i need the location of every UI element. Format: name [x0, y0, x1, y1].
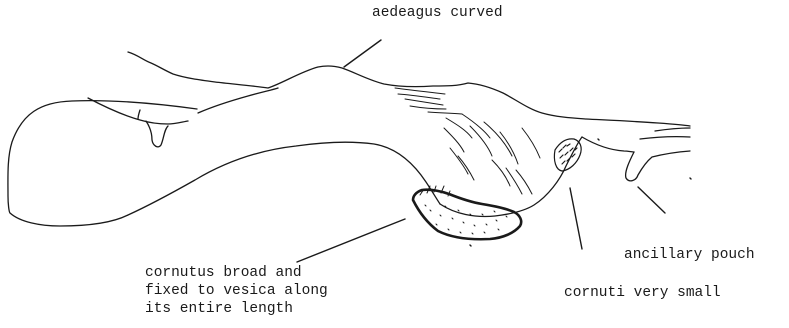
label-ancillary-pouch: ancillary pouch [624, 246, 755, 264]
label-cornuti-very-small: cornuti very small [564, 284, 721, 302]
left-small-pouch [146, 121, 168, 147]
left-arm-lower [198, 88, 278, 113]
label-cornutus-broad: cornutus broad and fixed to vesica along… [145, 264, 328, 318]
vesica-outline [8, 101, 440, 226]
right-tip-lines [640, 128, 690, 139]
left-arm-upper [88, 98, 188, 124]
label-cornutus-line-1: cornutus broad and [145, 264, 328, 282]
leader-cornutus [297, 219, 405, 262]
label-cornutus-line-2: fixed to vesica along [145, 282, 328, 300]
leader-cornuti [570, 188, 582, 249]
aedeagus-upper-outline [128, 52, 690, 126]
leader-aedeagus [344, 40, 381, 67]
label-cornutus-line-3: its entire length [145, 300, 328, 318]
vesica-wrinkles [395, 88, 540, 194]
aedeagus-right-lower-outline [582, 137, 634, 152]
label-aedeagus-curved: aedeagus curved [372, 4, 503, 22]
leader-ancillary-pouch [638, 187, 665, 213]
ancillary-pouch-shape [626, 151, 690, 181]
left-stub-line [138, 110, 140, 119]
